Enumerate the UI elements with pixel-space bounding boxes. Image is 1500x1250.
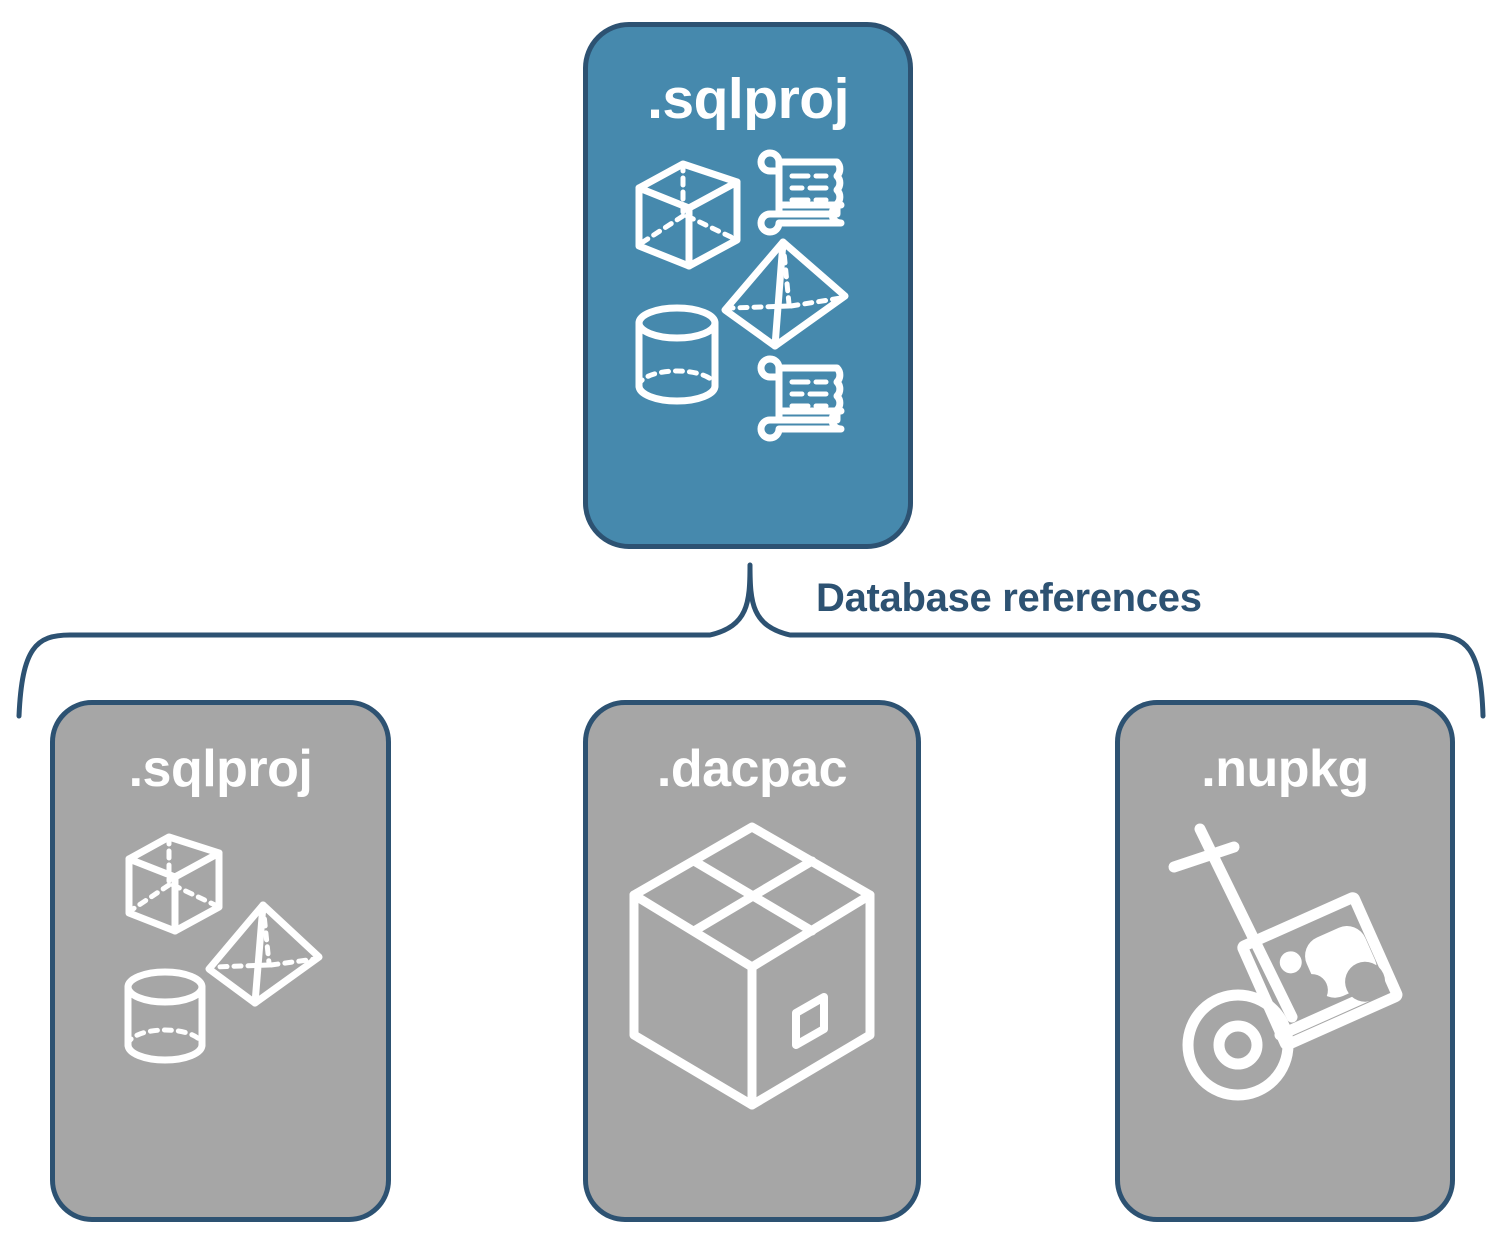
hand-truck-package-icon [1168,823,1403,1101]
node-root-artwork [588,149,908,544]
connector-label: Database references [816,576,1202,620]
cardboard-box-icon [629,822,875,1110]
nuget-dot-small [1279,951,1302,974]
node-leaf-nupkg-label: .nupkg [1201,740,1369,798]
scroll-icon [757,149,845,236]
node-leaf-dacpac-label: .dacpac [656,740,848,798]
scroll-icon [757,355,845,442]
shapes-and-scrolls-group [635,149,849,442]
shapes-group [124,833,322,1064]
node-leaf-sqlproj-artwork [55,821,386,1217]
node-leaf-nupkg[interactable]: .nupkg [1115,700,1455,1222]
node-leaf-sqlproj-label: .sqlproj [128,740,313,798]
wireframe-cube-icon [635,160,741,270]
node-leaf-sqlproj[interactable]: .sqlproj [50,700,391,1222]
node-leaf-dacpac[interactable]: .dacpac [583,700,921,1222]
node-leaf-dacpac-artwork [588,821,916,1217]
node-leaf-nupkg-artwork [1120,821,1450,1217]
package-outline [1237,892,1403,1051]
node-root-sqlproj[interactable]: .sqlproj [583,22,913,549]
wireframe-cube-icon [125,833,222,935]
nuget-hole-right [1345,961,1386,1002]
nuget-hole-left [1295,974,1328,1007]
wireframe-pyramid-icon [205,901,322,1007]
wireframe-pyramid-icon [721,238,849,350]
wireframe-cylinder-icon [124,968,205,1064]
wireframe-cylinder-icon [635,304,719,405]
node-root-label: .sqlproj [647,67,849,131]
